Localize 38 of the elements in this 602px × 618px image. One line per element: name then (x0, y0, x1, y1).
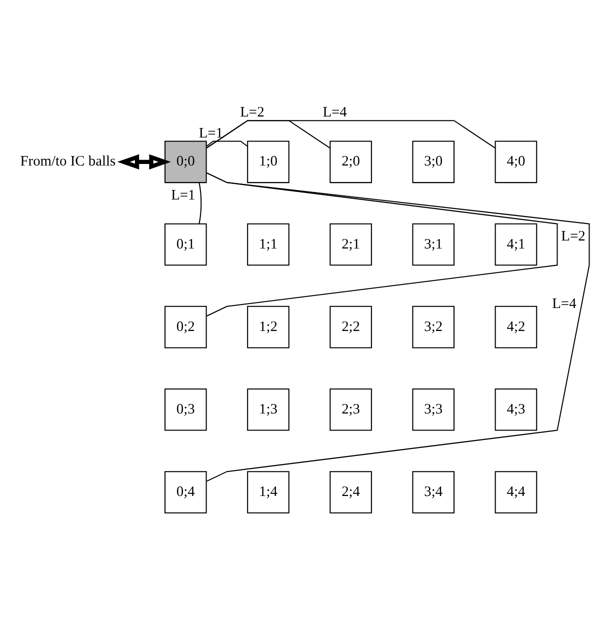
node-box: 1;1 (247, 223, 290, 266)
node-box: 3;3 (412, 388, 455, 431)
node-text: From/to IC balls (20, 154, 116, 170)
connector (206, 120, 496, 148)
connector (206, 172, 590, 482)
edge-label: L=1 (198, 125, 224, 142)
node-box: 3;0 (412, 140, 455, 184)
edge-label: L=2 (240, 104, 264, 121)
node-box: 4;2 (494, 306, 538, 348)
node-box: 3;4 (412, 471, 455, 514)
node-box: 1;0 (247, 140, 290, 184)
node-box: 3;1 (412, 223, 455, 266)
node-box: 4;3 (494, 388, 538, 431)
node-box: 4;0 (494, 140, 538, 184)
edge-label: L=4 (552, 296, 576, 312)
node-box: 2;3 (330, 388, 372, 431)
node-box: 0;1 (164, 223, 207, 266)
edge-label: L=4 (322, 104, 347, 121)
node-box: 2;1 (330, 223, 372, 266)
node-box: 0;2 (164, 306, 207, 348)
edge-label: L=1 (171, 187, 196, 204)
arrow (117, 154, 171, 170)
node-box: 1;4 (247, 471, 290, 514)
node-box: 4;4 (494, 471, 538, 514)
node-box: 3;2 (412, 306, 455, 348)
node-box: 2;0 (330, 140, 372, 184)
node-box: 0;0 (164, 140, 207, 184)
node-box: 2;4 (330, 471, 372, 514)
edge-label: L=2 (561, 228, 586, 245)
node-box: 0;4 (164, 471, 207, 514)
node-box: 0;3 (164, 388, 207, 431)
connector (206, 120, 330, 148)
node-box: 4;1 (494, 223, 538, 266)
connector (206, 140, 248, 147)
connector (198, 182, 202, 224)
node-box: 1;3 (247, 388, 290, 431)
node-box: 2;2 (330, 306, 372, 348)
node-box: 1;2 (247, 306, 290, 348)
